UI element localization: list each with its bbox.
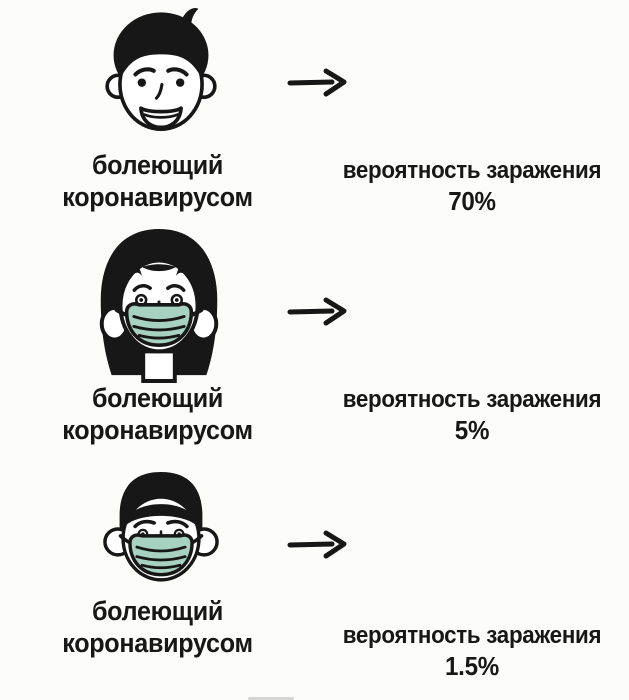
probability-value: 70%: [448, 186, 496, 217]
row2-left-cell: болеющий коронавирусом: [0, 225, 315, 460]
row3-right-cell: вероятность заражения 1.5%: [315, 460, 629, 700]
woman-wearing-mask-icon: [99, 228, 219, 383]
row-no-mask-to-mask: болеющий коронавирусом: [0, 0, 629, 225]
caption-line: коронавирусом: [62, 414, 253, 445]
caption-sick-person: болеющий коронавирусом: [11, 150, 304, 214]
row-mask-to-mask: болеющий коронавирусом: [0, 460, 629, 700]
caption-line: болеющий: [91, 596, 224, 626]
caption-line: болеющий: [91, 383, 224, 413]
probability-value: 1.5%: [445, 651, 499, 682]
caption-sick-person: болеющий коронавирусом: [11, 383, 304, 447]
caption-line: вероятность заражения: [342, 157, 602, 184]
caption-infection-probability: вероятность заражения 70%: [326, 157, 618, 217]
row3-left-cell: болеющий коронавирусом: [0, 460, 315, 700]
row-mask-to-no-mask: болеющий коронавирусом: [0, 225, 629, 460]
caption-line: коронавирусом: [62, 627, 253, 658]
row1-right-cell: вероятность заражения 70%: [315, 0, 629, 225]
figure-sick-man-no-mask: [88, 6, 234, 152]
caption-line: болеющий: [91, 150, 224, 180]
caption-infection-probability: вероятность заражения 5%: [326, 386, 618, 446]
man-sick-without-mask-icon: [105, 7, 217, 132]
bottom-edge-artifact: [248, 697, 294, 700]
caption-line: коронавирусом: [62, 181, 253, 212]
man-wearing-mask-icon: [103, 472, 219, 582]
caption-line: вероятность заражения: [342, 386, 602, 413]
row1-left-cell: болеющий коронавирусом: [0, 0, 315, 225]
figure-sick-woman-masked: [80, 225, 238, 383]
probability-value: 5%: [454, 415, 490, 446]
row2-right-cell: вероятность заражения 5%: [315, 225, 629, 460]
caption-sick-person: болеющий коронавирусом: [11, 596, 304, 660]
caption-line: вероятность заражения: [342, 622, 602, 649]
caption-infection-probability: вероятность заражения 1.5%: [326, 622, 618, 682]
figure-sick-man-masked: [92, 466, 230, 598]
